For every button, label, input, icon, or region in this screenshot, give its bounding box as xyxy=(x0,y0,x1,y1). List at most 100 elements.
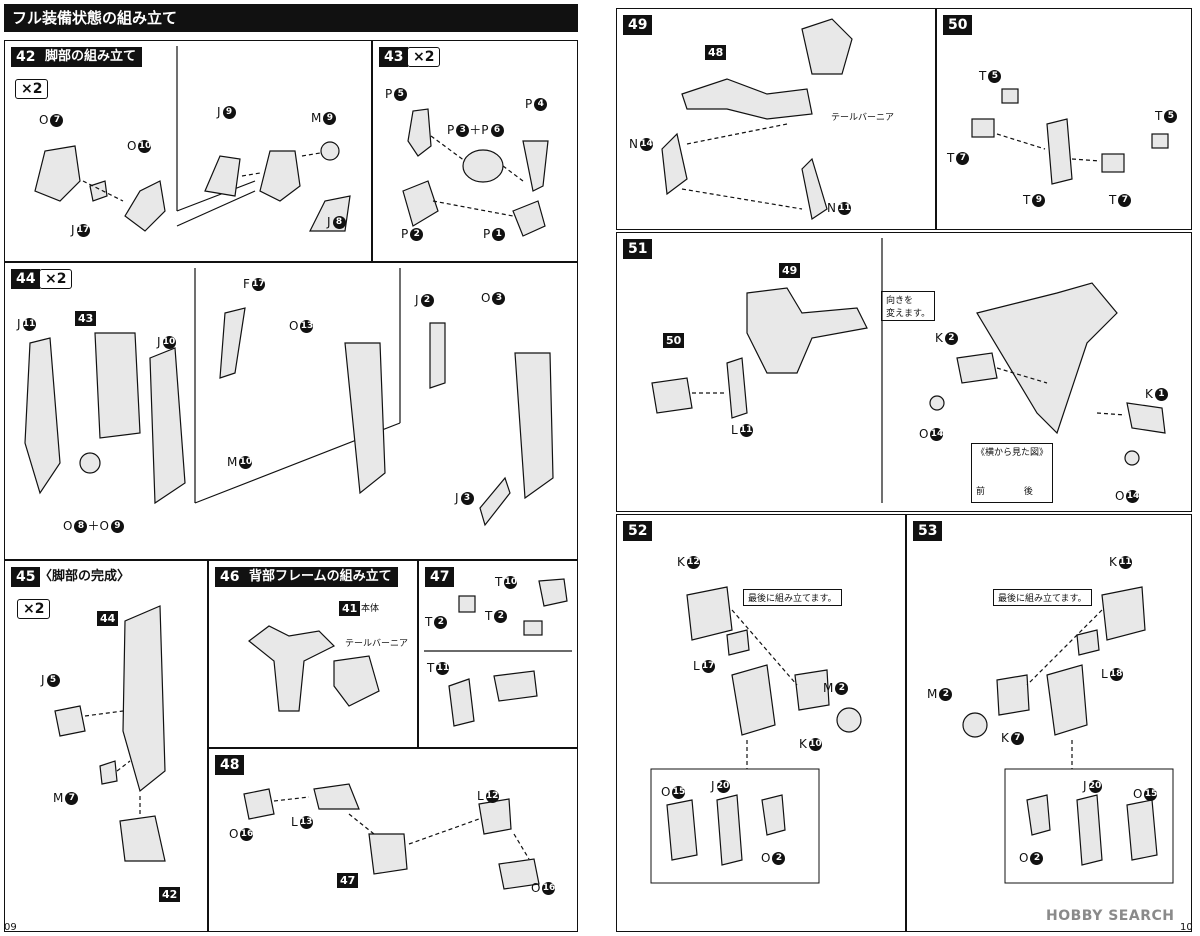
body-label: 本体 xyxy=(361,604,380,614)
ref-step-50: 50 xyxy=(663,333,685,348)
rotate-note: 向きを 変えます。 xyxy=(881,291,936,321)
assemble-last-note: 最後に組み立てます。 xyxy=(993,589,1092,606)
tail-assembly-diagram xyxy=(661,18,853,220)
step-46-panel: 46 背部フレームの組み立て 41 本体 テールバーニア xyxy=(208,560,418,748)
back-label: 後 xyxy=(1023,487,1033,497)
multiplier-badge: ×2 xyxy=(17,599,51,619)
tail-frame-diagram xyxy=(243,783,540,890)
multiplier-badge: ×2 xyxy=(407,47,441,67)
part-diagram xyxy=(650,586,862,884)
part-diagram xyxy=(424,578,572,727)
step-number: 53 xyxy=(913,521,943,541)
step-number: 44 xyxy=(11,269,41,289)
part-diagram xyxy=(962,586,1174,884)
ref-step-42: 42 xyxy=(159,887,181,902)
leg-assembly-diagram xyxy=(24,268,554,527)
ref-step-49: 49 xyxy=(779,263,801,278)
part-diagram xyxy=(402,108,549,237)
step-number: 47 xyxy=(425,567,455,587)
step-number: 48 xyxy=(215,755,245,775)
step-number: 49 xyxy=(623,15,653,35)
side-view-title: 《横から見た図》 xyxy=(976,448,1049,458)
multiplier-badge: ×2 xyxy=(15,79,49,99)
leg-part-diagram xyxy=(34,46,351,232)
side-view-box: 《横から見た図》 前 後 xyxy=(971,443,1053,503)
ref-step-43: 43 xyxy=(75,311,97,326)
ref-step-41: 41 xyxy=(339,601,361,616)
step-number: 42 xyxy=(11,47,41,67)
multiplier-badge: ×2 xyxy=(39,269,73,289)
step-number: 52 xyxy=(623,521,653,541)
part-diagram xyxy=(971,88,1169,185)
tail-burner-label: テールバーニア xyxy=(345,639,409,649)
back-frame-diagram xyxy=(248,625,380,712)
ref-step-48: 48 xyxy=(705,45,727,60)
tail-unit-diagram xyxy=(651,238,1166,503)
step-number: 50 xyxy=(943,15,973,35)
front-label: 前 xyxy=(976,487,986,497)
page-title: フル装備状態の組み立て xyxy=(4,4,578,32)
step-number: 51 xyxy=(623,239,653,259)
step-title: 〈脚部の完成〉 xyxy=(39,569,131,584)
step-number: 46 xyxy=(215,567,245,587)
